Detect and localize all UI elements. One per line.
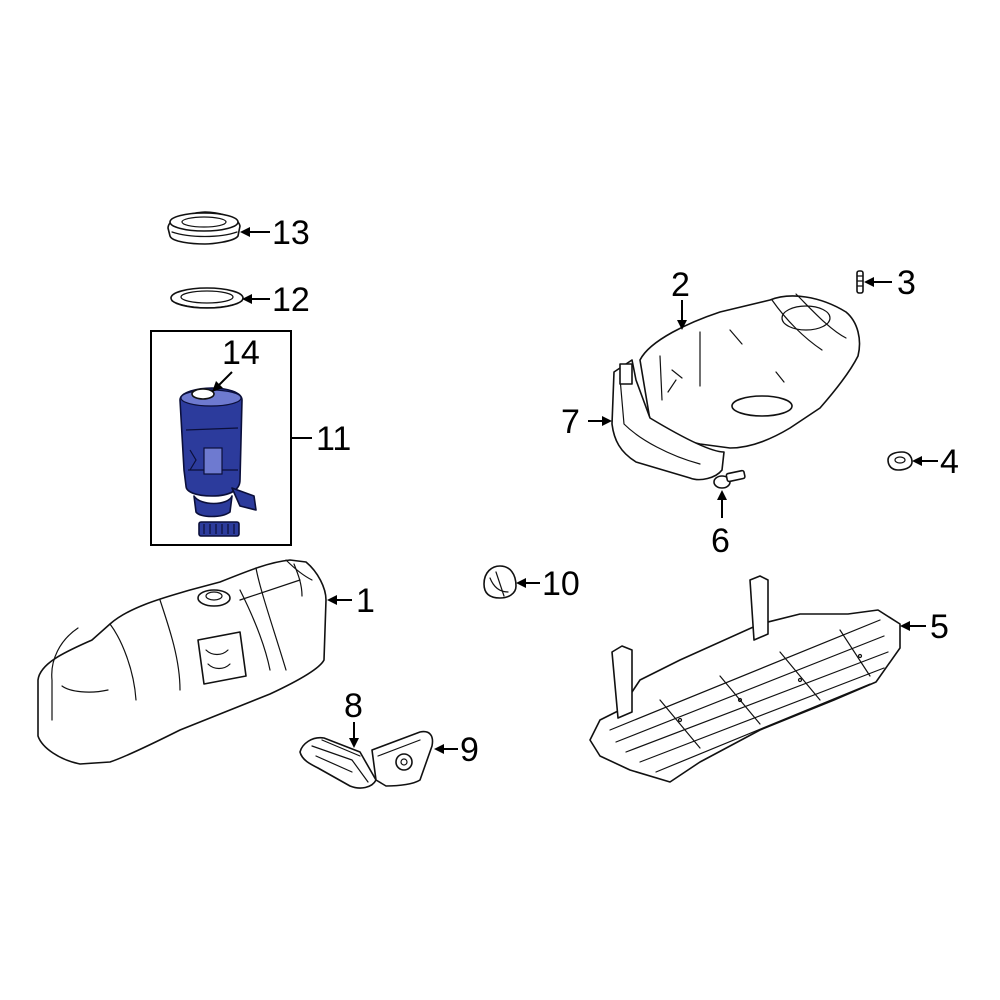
- callout-label-8: 8: [344, 687, 363, 725]
- callout-1: 1: [327, 582, 375, 620]
- callout-label-11: 11: [316, 420, 351, 458]
- callout-9: 9: [434, 731, 479, 769]
- callout-14: 14: [212, 334, 260, 392]
- callout-11: 11: [292, 420, 351, 458]
- part-7-shield-front[interactable]: [611, 359, 725, 481]
- callout-label-1: 1: [356, 582, 375, 620]
- callout-4: 4: [912, 443, 959, 481]
- callout-label-3: 3: [897, 264, 916, 302]
- callout-12: 12: [242, 281, 310, 319]
- callout-6: 6: [711, 490, 730, 560]
- part-2-skid-plate[interactable]: [639, 293, 861, 449]
- part-5-skid-plate-lower[interactable]: [589, 575, 901, 783]
- callout-label-14: 14: [222, 334, 260, 372]
- part-12-gasket[interactable]: [170, 287, 244, 309]
- callout-8: 8: [344, 687, 363, 748]
- callout-13: 13: [240, 214, 310, 252]
- callout-label-4: 4: [940, 443, 959, 481]
- callout-label-9: 9: [460, 731, 479, 769]
- part-10-grommet[interactable]: [483, 565, 517, 599]
- part-1-fuel-tank[interactable]: [37, 559, 327, 765]
- callout-label-7: 7: [561, 403, 580, 441]
- part-3-stud[interactable]: [856, 270, 864, 294]
- callout-5: 5: [900, 608, 949, 646]
- callout-label-10: 10: [542, 565, 580, 603]
- callout-7: 7: [561, 403, 612, 441]
- callout-label-2: 2: [671, 266, 690, 304]
- callout-10: 10: [516, 565, 580, 603]
- callout-label-5: 5: [930, 608, 949, 646]
- part-11-group-frame: [150, 330, 292, 546]
- callout-label-12: 12: [272, 281, 310, 319]
- callout-2: 2: [671, 266, 690, 330]
- part-6-bolt[interactable]: [713, 469, 746, 489]
- part-14-fuel-pump-module[interactable]: [179, 387, 257, 537]
- callout-label-6: 6: [711, 522, 730, 560]
- part-4-nut[interactable]: [887, 451, 913, 471]
- part-9-bracket[interactable]: [371, 730, 434, 787]
- callout-3: 3: [864, 264, 916, 302]
- part-8-strap[interactable]: [299, 736, 377, 789]
- callout-label-13: 13: [272, 214, 310, 252]
- part-13-lock-ring[interactable]: [167, 211, 241, 245]
